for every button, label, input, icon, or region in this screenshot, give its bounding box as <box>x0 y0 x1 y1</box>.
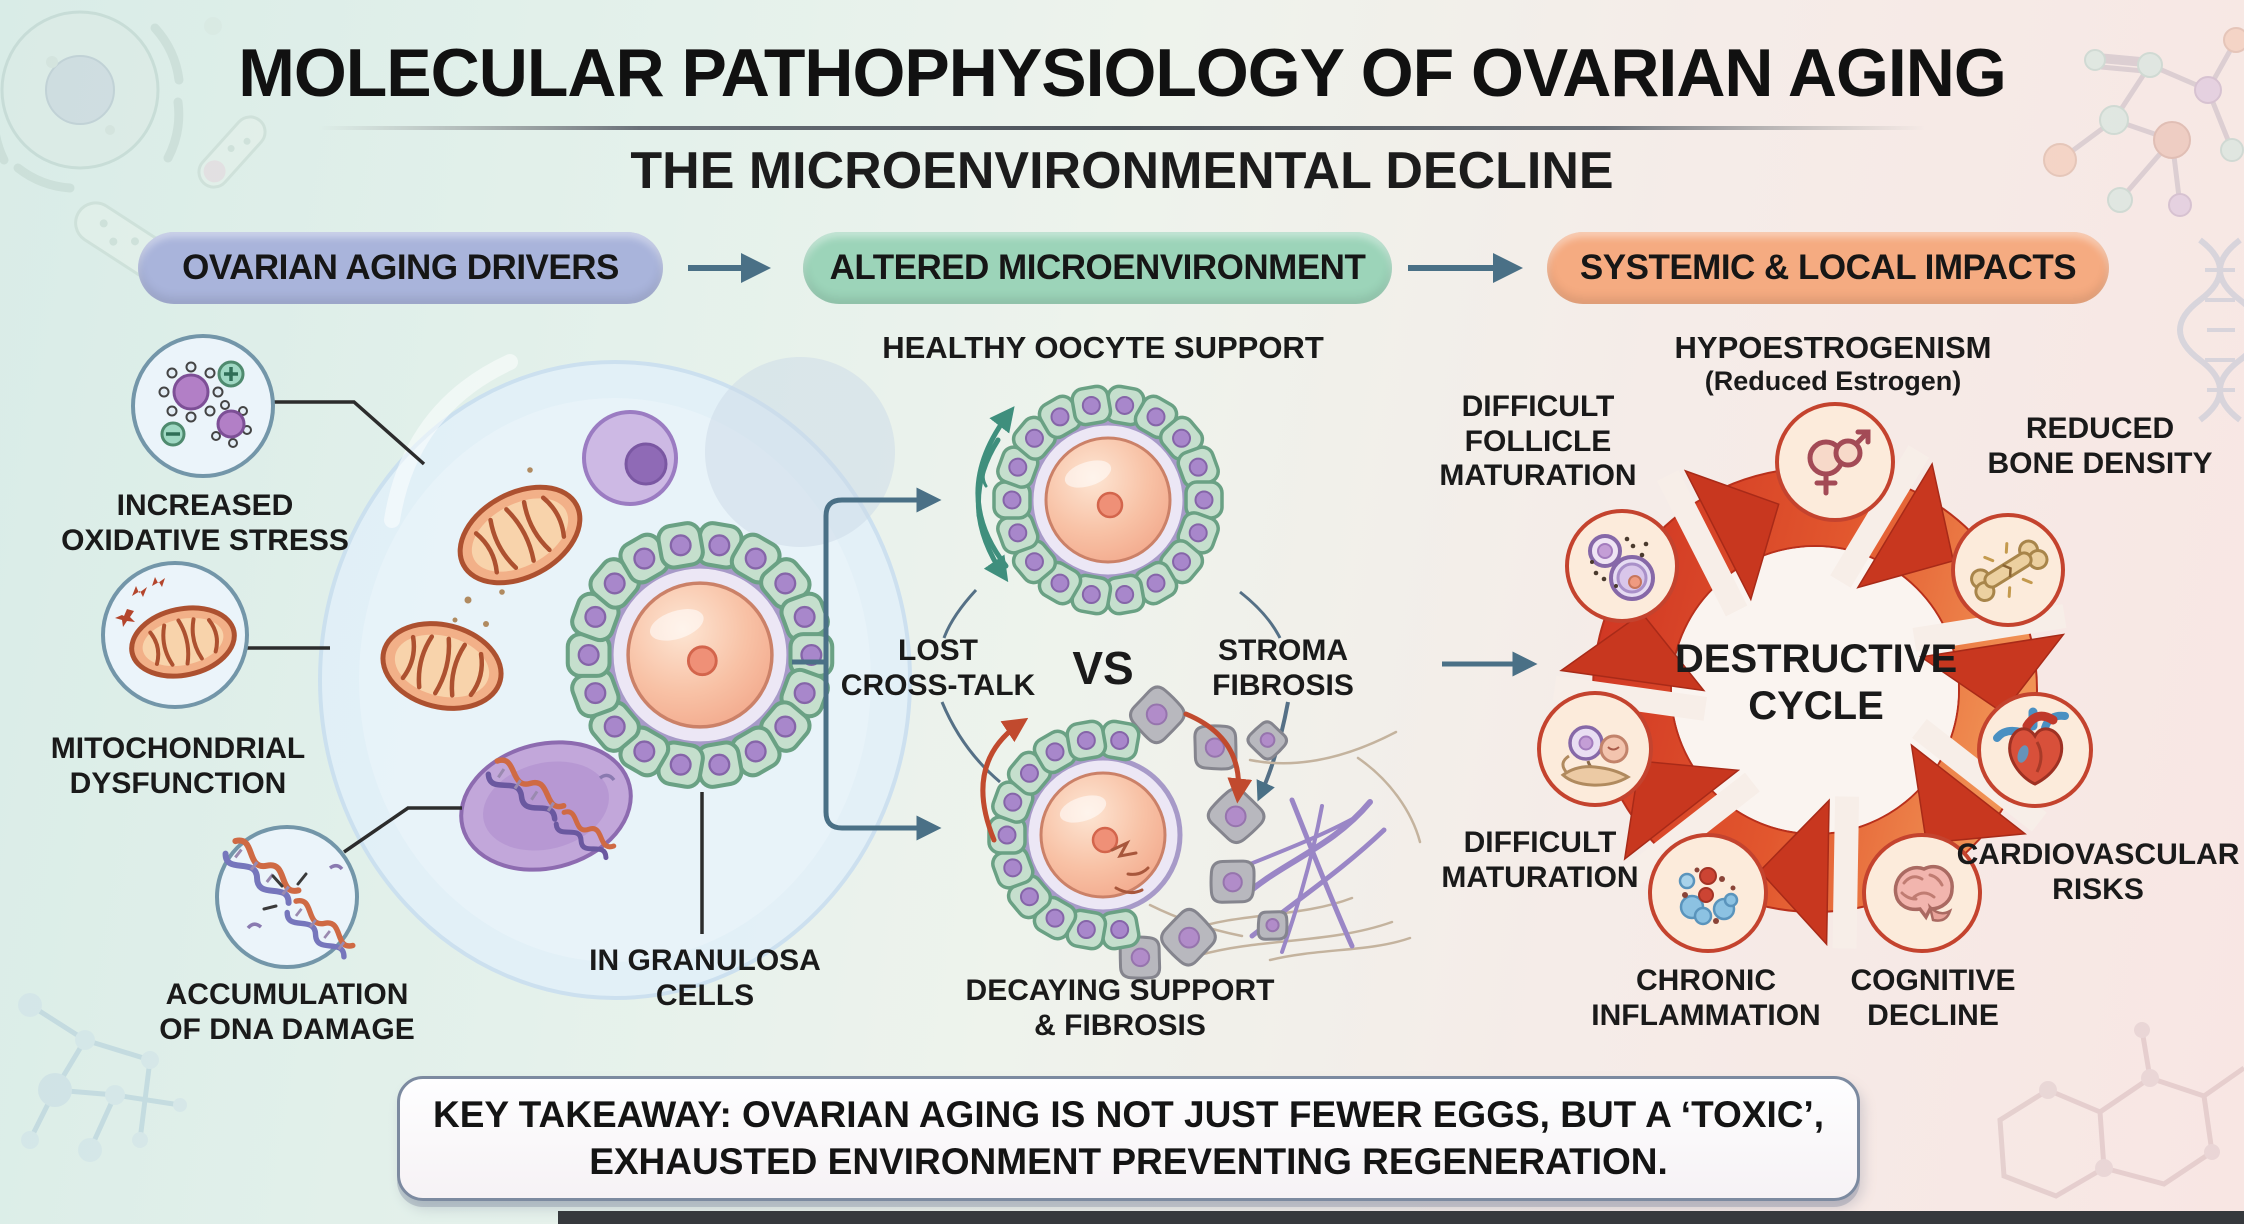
impact-node-hypoestrogenism <box>1775 402 1895 522</box>
cell-nucleus-small-cell <box>582 410 678 506</box>
title-underline <box>318 126 1926 130</box>
driver-connector-lines <box>246 400 462 854</box>
fibrosis-fibers <box>1148 730 1422 962</box>
stage-pill-ovarian-aging-drivers: OVARIAN AGING DRIVERS <box>138 232 663 304</box>
follicle-hand-icon <box>1560 725 1631 787</box>
impact-node-bone <box>1951 513 2065 627</box>
oocyte-cracks <box>1110 839 1150 895</box>
molecule-watermark-top-right <box>2043 27 2244 423</box>
page-subtitle: THE MICROENVIRONMENTAL DECLINE <box>630 142 1614 200</box>
gender-symbols-icon <box>1807 429 1871 496</box>
branch-connector <box>792 487 942 841</box>
decaying-follicle-illustration <box>980 685 1422 980</box>
stage-pill-altered-microenvironment: ALTERED MICROENVIRONMENT <box>803 232 1392 304</box>
key-takeaway-line2: EXHAUSTED ENVIRONMENT PREVENTING REGENER… <box>589 1140 1668 1182</box>
stress-sparks <box>115 577 165 627</box>
impact-node-brain <box>1862 833 1982 953</box>
cell-nucleus-dna <box>459 740 633 872</box>
free-radicals-icon <box>158 360 252 448</box>
driver-mitochondrial-dysfunction <box>101 561 249 709</box>
impact-node-follicles <box>1565 509 1679 623</box>
driver-oxidative-stress <box>131 334 275 478</box>
mitochondrion-icon <box>129 605 237 679</box>
cell-mitochondrion-2 <box>380 621 504 711</box>
label-hypoestrogenism: HYPOESTROGENISM (Reduced Estrogen) <box>1674 330 1992 396</box>
cell-mitochondrion-1 <box>457 484 583 586</box>
label-difficult-follicle-maturation: DIFFICULT FOLLICLE MATURATION <box>1439 390 1637 492</box>
bottom-dark-bar <box>558 1211 2244 1224</box>
molecule-watermark-bottom-right <box>1997 1022 2244 1199</box>
destructive-cycle <box>1537 402 2093 953</box>
page-title: MOLECULAR PATHOPHYSIOLOGY OF OVARIAN AGI… <box>238 35 2007 111</box>
inflammation-icon <box>1678 867 1739 926</box>
brain-icon <box>1893 865 1954 922</box>
granulosa-cell-illustration <box>318 354 912 1000</box>
key-takeaway-line1: KEY TAKEAWAY: OVARIAN AGING IS NOT JUST … <box>432 1094 1825 1136</box>
heart-icon <box>1993 707 2069 786</box>
label-vs: VS <box>1072 642 1134 694</box>
follicles-icon <box>1588 534 1655 601</box>
molecule-watermark-bottom-left <box>18 993 187 1162</box>
label-healthy-oocyte-support: HEALTHY OOCYTE SUPPORT <box>882 330 1324 365</box>
impact-node-heart <box>1977 692 2093 808</box>
label-decaying-support-fibrosis: DECAYING SUPPORT& FIBROSIS <box>965 974 1275 1042</box>
key-takeaway-box: KEY TAKEAWAY: OVARIAN AGING IS NOT JUST … <box>397 1076 1860 1201</box>
impact-node-maturation <box>1537 691 1653 807</box>
broken-dna-icon <box>222 837 356 960</box>
impact-node-inflammation <box>1648 833 1768 953</box>
driver-dna-damage <box>215 825 359 969</box>
bone-icon <box>1970 539 2049 603</box>
follicle-in-cell <box>565 521 835 789</box>
healthy-follicle-illustration <box>975 384 1224 616</box>
stage-pill-systemic-local-impacts: SYSTEMIC & LOCAL IMPACTS <box>1547 232 2109 304</box>
